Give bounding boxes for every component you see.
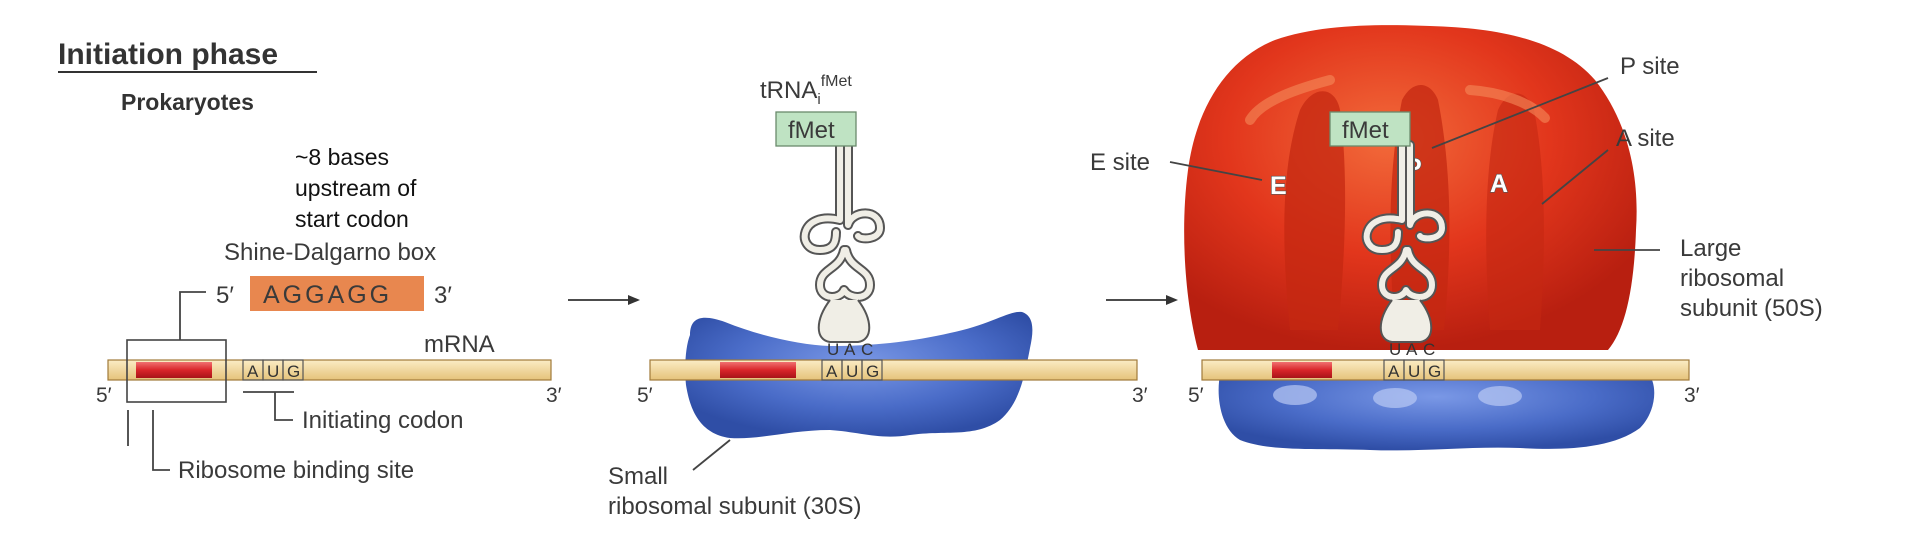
five-prime-label: 5′ [96,384,112,407]
small-ribosomal-subunit-3 [1218,361,1655,451]
anticodon-letter: A [1406,340,1418,359]
small-subunit-label-line-2: ribosomal subunit (30S) [608,493,861,520]
trna-anticodon-loop [817,299,871,343]
a-site-label: A site [1616,125,1675,152]
fmet-label-2: fMet [788,117,835,144]
anticodon-letter: A [844,340,856,359]
mrna-label: mRNA [424,331,495,358]
start-codon-3: A U G [1383,359,1445,381]
p-site-pointer [1431,77,1609,149]
large-subunit-label-line-2: ribosomal [1680,265,1784,292]
upstream-note-line-1: ~8 bases [295,144,389,170]
anticodon-letter: U [1389,340,1401,359]
rbs-segment-2 [720,362,796,378]
codon-letter: G [866,362,879,381]
codon-letter: G [287,362,300,381]
rbs-bracket [127,410,170,471]
rbs-label: Ribosome binding site [178,457,414,484]
rbs-segment-1 [136,362,212,378]
anticodon-letter: U [827,340,839,359]
panel-1: ~8 bases upstream of start codon Shine-D… [96,144,562,484]
codon-letter: U [846,362,858,381]
mrna-strand-1 [107,359,552,381]
three-prime-label-2: 3′ [1132,384,1148,407]
codon-letter: A [826,362,838,381]
trna-label-sup: fMet [821,73,853,90]
rbs-highlight-box [126,339,227,403]
anticodon-letter: C [861,340,873,359]
codon-cell [282,359,304,381]
fmet-box-3 [1329,111,1411,147]
start-codon-1: A U G [242,359,304,381]
large-subunit-groove [1486,93,1544,330]
shine-dalgarno-label: Shine-Dalgarno box [224,239,436,266]
e-site-pointer [1169,161,1263,181]
fmet-label-3: fMet [1342,117,1389,144]
subunit-highlight [1478,386,1522,406]
p-site-label: P site [1620,53,1680,80]
shine-dalgarno-box [250,276,424,311]
initiator-trna-2: fMet [775,111,885,343]
codon-letter: A [1388,362,1400,381]
five-prime-label-3: 5′ [1188,384,1204,407]
trna-label: tRNAifMet [760,73,852,108]
small-subunit-label-line-1: Small [608,463,668,490]
trna-label-main: tRNA [760,77,817,104]
three-prime-label: 3′ [546,384,562,407]
anticodon-2: U A C [827,340,873,359]
page-subtitle: Prokaryotes [121,89,254,115]
large-subunit-groove [1284,91,1346,330]
five-prime-label-2: 5′ [637,384,653,407]
sd-sequence: AGGAGG [263,281,392,309]
codon-letter: U [267,362,279,381]
arrow-1 [568,295,640,305]
trna-label-sub: i [817,91,820,108]
sd-five-prime: 5′ [216,282,234,309]
three-prime-label-3: 3′ [1684,384,1700,407]
codon-letter: U [1408,362,1420,381]
initiator-trna-3: fMet [1329,111,1447,343]
arrow-2 [1106,295,1178,305]
panel-2: fMet U A C A U G tRNAifMet 5′ 3′ Small r… [608,73,1148,520]
large-subunit-label-line-1: Large [1680,235,1741,262]
fmet-box-2 [775,111,857,147]
trna-anticodon-loop [1379,299,1433,343]
upstream-note-line-2: upstream of [295,175,417,201]
rbs-segment-3 [1272,362,1332,378]
sd-three-prime: 3′ [434,282,452,309]
subunit-highlight [1273,385,1317,405]
page-title: Initiation phase [58,38,278,71]
small-subunit-pointer [692,439,731,471]
codon-cell [861,359,883,381]
initiating-codon-bracket [243,391,294,421]
site-e-marker: E [1270,172,1287,200]
a-site-pointer [1541,149,1609,205]
subunit-highlight [1373,388,1417,408]
anticodon-letter: C [1423,340,1435,359]
codon-cell [1423,359,1445,381]
upstream-note-line-3: start codon [295,206,409,232]
initiating-codon-label: Initiating codon [302,407,463,434]
sd-bracket-line [179,291,206,340]
large-subunit-label-line-3: subunit (50S) [1680,295,1823,322]
large-subunit-ridge [1245,75,1550,125]
codon-letter: A [247,362,259,381]
start-codon-2: A U G [821,359,883,381]
e-site-label: E site [1090,149,1150,176]
codon-letter: G [1428,362,1441,381]
anticodon-3: U A C [1389,340,1435,359]
site-a-marker: A [1490,170,1508,198]
panel-3: E P A fMet U A C A U G 5′ 3′ [1090,25,1823,451]
